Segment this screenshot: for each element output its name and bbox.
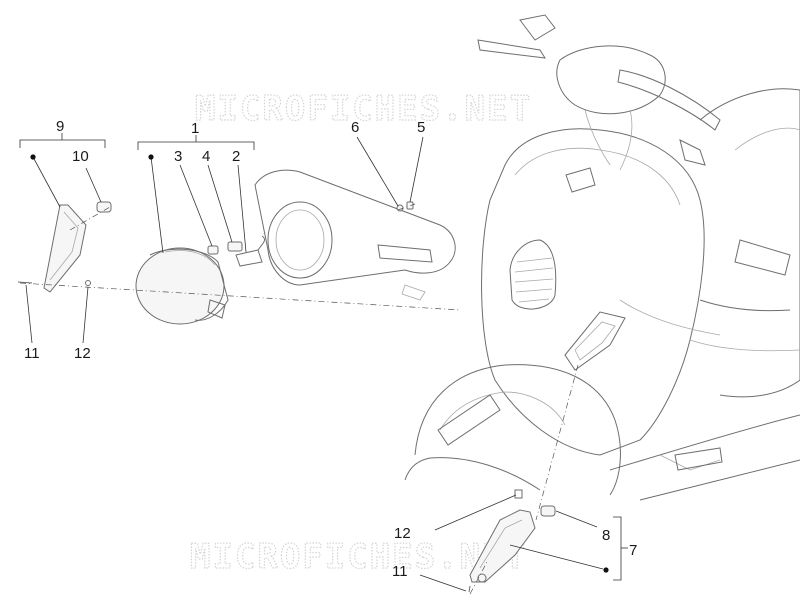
callout-2: 2 <box>232 148 240 165</box>
callout-3: 3 <box>174 148 182 165</box>
callout-6: 6 <box>351 119 359 136</box>
callout-11-left: 11 <box>24 345 40 362</box>
callout-labels: 9 10 1 3 4 2 6 5 11 12 12 11 8 7 <box>24 118 637 580</box>
headlamp-housing <box>254 169 456 301</box>
headlight-unit <box>135 247 229 325</box>
left-indicator <box>17 201 112 293</box>
watermark-top: MICROFICHES.NET <box>195 89 532 129</box>
callout-12-bottom: 12 <box>394 525 411 542</box>
reference-dots <box>30 154 609 573</box>
assembly-lines <box>19 203 579 595</box>
callout-8: 8 <box>602 527 610 544</box>
watermark-bottom: MICROFICHES.NET <box>190 537 527 577</box>
callout-9: 9 <box>56 118 64 135</box>
callout-12-left: 12 <box>74 345 91 362</box>
callout-1: 1 <box>191 120 199 137</box>
bottom-indicator <box>468 489 556 593</box>
callout-11-bottom: 11 <box>392 563 408 580</box>
callout-4: 4 <box>202 148 210 165</box>
scooter-body <box>404 14 800 501</box>
bulb-parts <box>207 235 265 267</box>
callout-7: 7 <box>629 542 637 559</box>
leader-lines <box>25 136 604 592</box>
callout-10: 10 <box>72 148 89 165</box>
brackets <box>19 133 628 581</box>
callout-5: 5 <box>417 119 425 136</box>
